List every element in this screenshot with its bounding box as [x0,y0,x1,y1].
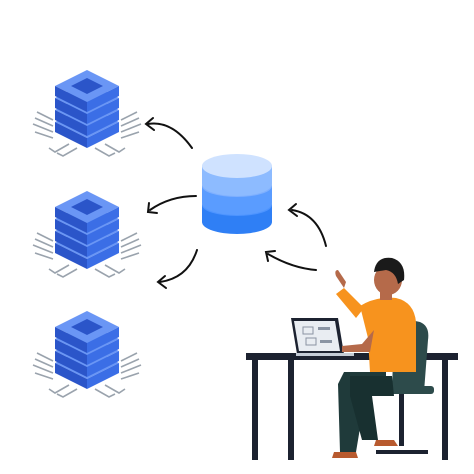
arrow-to-server-3 [159,249,198,283]
arrow-to-server-1-head [144,117,155,131]
arrow-from-user-1 [291,209,327,247]
arrow-to-server-2-head [146,202,158,214]
arrow-to-server-1 [147,122,193,149]
arrow-from-user-1-head [287,203,298,217]
arrow-from-user-2-head [264,250,276,262]
circuit-lines [32,352,142,398]
server-stack-icon [32,191,142,278]
arrow-to-server-2 [149,195,197,211]
desk [246,353,458,460]
flow-arrows [144,117,327,289]
database-icon [202,154,272,234]
laptop-icon [291,318,354,356]
developer-at-laptop [332,257,416,458]
arrow-from-user-2 [267,253,317,271]
server-stack-icon [32,70,142,157]
server-stack-icon [32,311,142,398]
arrow-to-server-3-head [156,275,167,289]
circuit-lines [32,111,142,157]
circuit-lines [32,232,142,278]
